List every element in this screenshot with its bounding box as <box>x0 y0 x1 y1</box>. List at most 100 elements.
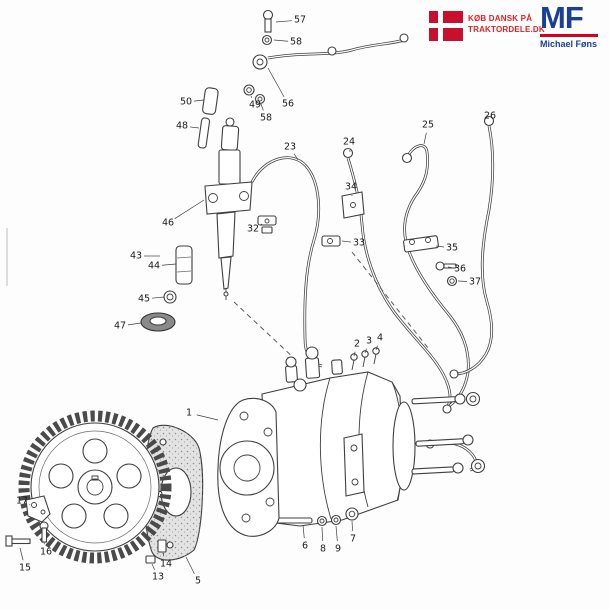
bracket-17 <box>25 495 51 523</box>
part-label-2: 2 <box>354 339 360 350</box>
leader-line-25 <box>423 132 427 145</box>
part-label-46: 46 <box>162 218 174 229</box>
part-label-7: 7 <box>350 534 356 545</box>
part-label-14: 14 <box>160 559 172 570</box>
nozzle-44-upper <box>220 256 232 290</box>
cap-nut-50 <box>202 87 219 115</box>
part-label-47: 47 <box>114 321 126 332</box>
part-label-5: 5 <box>195 576 201 587</box>
injector-assembly <box>140 87 253 332</box>
part-label-3: 3 <box>366 336 372 347</box>
clamp-33 <box>321 235 341 247</box>
washer-37 <box>446 275 458 287</box>
leader-line-3 <box>364 348 367 354</box>
nozzle-holder <box>216 211 236 259</box>
part-label-24: 24 <box>343 137 355 148</box>
leader-line-49 <box>250 95 253 98</box>
slogan-line1: KØB DANSK PÅ <box>468 14 533 23</box>
mf-logo: MF Michael Føns <box>540 2 610 49</box>
leader-line-14 <box>162 552 165 557</box>
leader-line-33 <box>341 240 352 243</box>
leader-line-2 <box>353 351 356 357</box>
washer-45 <box>163 290 177 304</box>
nut-7 <box>345 507 359 521</box>
hydraulic-head <box>392 401 416 491</box>
part-label-57: 57 <box>294 15 306 26</box>
assembly-guide-lines <box>233 251 429 361</box>
bolt-15 <box>5 535 13 547</box>
leader-line-36 <box>447 266 453 269</box>
timing-gear-13 <box>18 410 172 564</box>
fitting-3 <box>361 350 369 358</box>
mf-logo-underline <box>540 34 598 37</box>
leader-line-9 <box>335 525 338 542</box>
pipe-union-nut <box>327 46 337 56</box>
leader-line-44 <box>161 263 177 266</box>
part-label-17: 17 <box>16 496 28 507</box>
hex-nut <box>470 458 486 474</box>
part-label-34: 34 <box>345 182 357 193</box>
part-label-16: 16 <box>40 547 52 558</box>
part-label-58: 58 <box>260 113 272 124</box>
leader-line-58 <box>260 103 264 111</box>
slogan-line2: TRAKTORDELE.DK <box>468 25 545 34</box>
leader-line-56 <box>267 67 285 98</box>
key-13 <box>145 555 156 564</box>
part-label-1: 1 <box>186 408 192 419</box>
washer-58b <box>254 93 266 105</box>
clamp-32-lower <box>261 226 273 234</box>
part-label-6: 6 <box>302 541 308 552</box>
banjo-union <box>252 54 268 70</box>
part-label-50: 50 <box>180 97 192 108</box>
rod-48 <box>197 117 211 149</box>
washer-8 <box>316 515 328 527</box>
bracket-35 <box>403 235 439 253</box>
leader-line-48 <box>189 126 200 129</box>
pipe-union-nut <box>342 147 354 159</box>
banjo-bolt-head <box>262 9 274 21</box>
part-label-49: 49 <box>249 100 261 111</box>
injector-flange-46 <box>204 181 253 215</box>
part-label-9: 9 <box>335 544 341 555</box>
clamp-32 <box>257 215 277 226</box>
leader-line-5 <box>185 556 195 575</box>
part-label-13: 13 <box>152 572 164 583</box>
pipe-clamps <box>257 191 458 287</box>
leader-line-58 <box>273 39 289 42</box>
leader-line-23 <box>293 153 299 161</box>
leader-line-7 <box>351 520 353 532</box>
pipe-union-nut <box>483 115 495 127</box>
part-label-26: 26 <box>484 111 496 122</box>
leader-line-57 <box>275 20 293 23</box>
leader-line-4 <box>375 345 378 351</box>
injection-pump <box>217 346 486 537</box>
leader-line-46 <box>174 199 205 219</box>
hex-nut <box>465 391 481 407</box>
banjo-fitting-parts <box>243 9 274 105</box>
part-label-32: 32 <box>247 224 259 235</box>
leader-line-6 <box>302 524 305 539</box>
leader-line-50 <box>193 99 205 102</box>
part-label-58: 58 <box>290 37 302 48</box>
pipe-union-nut <box>399 33 409 43</box>
washer-49 <box>243 84 255 96</box>
leader-line-35 <box>435 245 445 248</box>
leader-line-47 <box>127 322 142 326</box>
flag-cross-horizontal <box>429 23 463 28</box>
leader-line-45 <box>151 296 165 299</box>
part-label-4: 4 <box>377 333 383 344</box>
pipe-union-nut <box>401 152 413 164</box>
bolt-36 <box>435 261 445 271</box>
injector-body <box>218 149 241 185</box>
washer-9 <box>330 514 342 526</box>
gear-small-parts <box>145 539 167 564</box>
leader-line-37 <box>457 280 468 282</box>
part-label-36: 36 <box>454 264 466 275</box>
leader-line-32 <box>259 223 263 226</box>
leader-line-15 <box>19 547 24 561</box>
part-label-33: 33 <box>353 238 365 249</box>
mf-logo-subtext: Michael Føns <box>540 39 598 49</box>
